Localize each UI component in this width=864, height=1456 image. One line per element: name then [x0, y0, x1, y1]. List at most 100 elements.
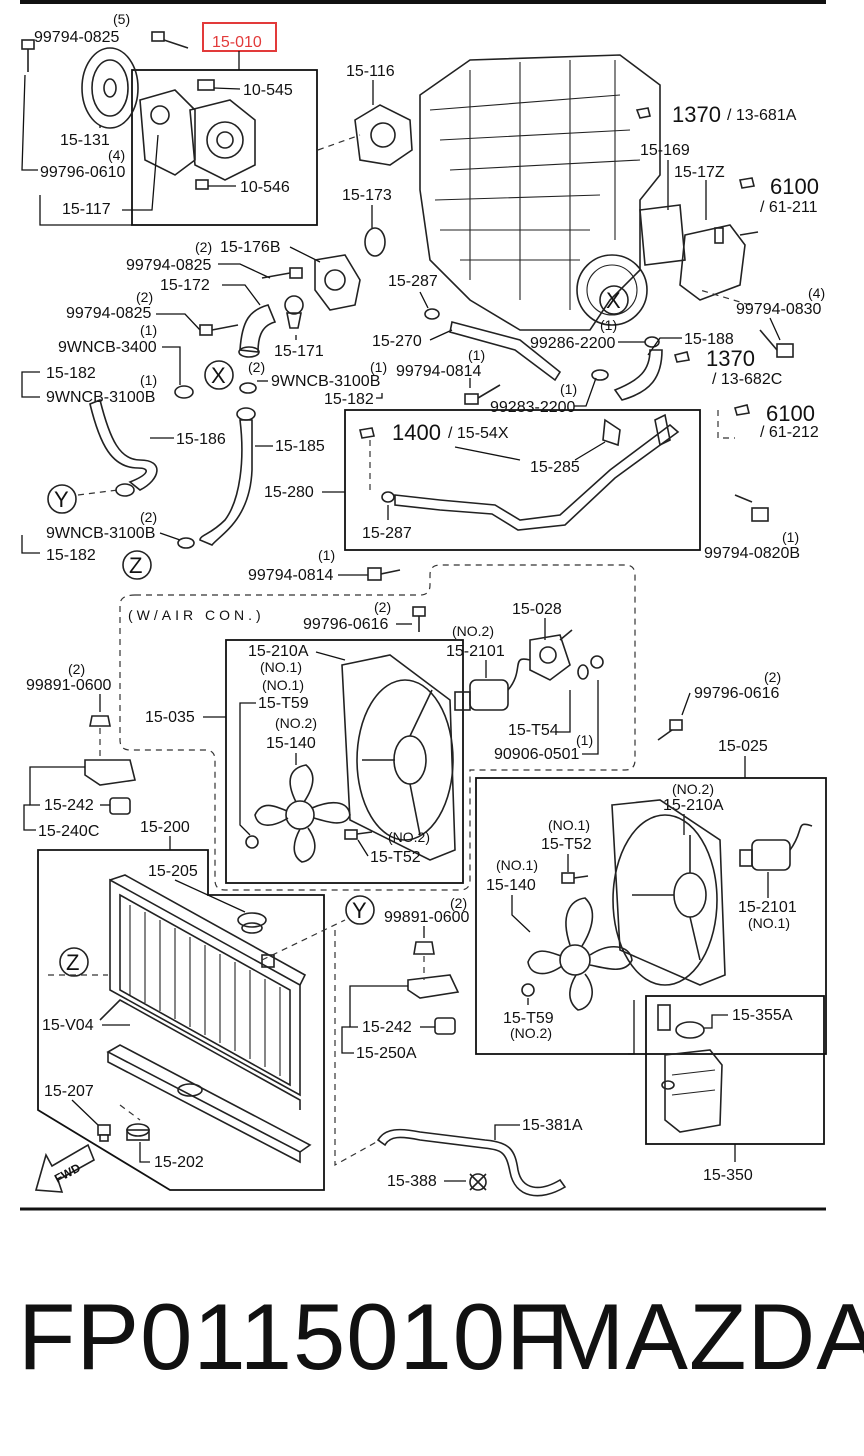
screw: [561, 872, 589, 884]
reference-label: 1370: [672, 102, 721, 127]
ref-arrow-icon: [359, 427, 375, 439]
bolt: [464, 384, 501, 405]
fan-motor: [454, 658, 531, 711]
callout-letter: Y: [352, 898, 367, 923]
air-con-option-region: [119, 564, 636, 891]
part-label: 15-350: [703, 1167, 753, 1184]
forward-arrow-icon: FWD: [34, 1143, 96, 1193]
part-label: 15-176B: [220, 239, 281, 256]
part-label: 15-270: [372, 333, 422, 350]
radiator-group-box: [37, 849, 325, 1191]
water-pipe-group-box: [344, 409, 701, 551]
part-label: 15-240C: [38, 823, 99, 840]
part-label: 15-T52: [541, 836, 592, 853]
option-note: (W/AIR CON.): [128, 607, 265, 623]
callout-letter: Z: [66, 950, 79, 975]
part-label: 9WNCB-3400: [58, 339, 157, 356]
ref-arrow-icon: [734, 404, 750, 416]
part-label: 15-172: [160, 277, 210, 294]
quantity-label: (2): [195, 239, 212, 255]
overflow-hose: [376, 1128, 567, 1197]
reference-label: 1400: [392, 420, 441, 445]
screw: [412, 606, 426, 632]
qualifier-label: (NO.1): [262, 677, 304, 693]
washer: [577, 664, 589, 680]
part-label: 99794-0830: [736, 301, 822, 318]
part-label: 15-287: [388, 273, 438, 290]
bolt: [759, 329, 794, 358]
quantity-label: (4): [108, 147, 125, 163]
nut: [521, 983, 535, 997]
part-label: 15-202: [154, 1154, 204, 1171]
ref-arrow-icon: [739, 177, 755, 189]
highlighted-part-callout[interactable]: 15-010: [202, 22, 277, 52]
coolant-reserve-tank: [661, 1049, 723, 1133]
hose: [613, 349, 663, 401]
quantity-label: (1): [560, 381, 577, 397]
pipe-bracket: [654, 413, 671, 447]
part-label: 15-117: [62, 201, 111, 218]
part-label-15-010: 15-010: [212, 34, 262, 51]
gasket-piece: [197, 79, 215, 91]
nut: [590, 655, 604, 669]
nut: [413, 941, 435, 955]
part-label: 15-287: [362, 525, 412, 542]
callout-letter: X: [211, 363, 226, 388]
quantity-label: (2): [248, 359, 265, 375]
part-label: 15-173: [342, 187, 392, 204]
part-label: 15-169: [640, 142, 690, 159]
bracket: [407, 974, 460, 999]
qualifier-label: (NO.1): [548, 817, 590, 833]
qualifier-label: (NO.1): [748, 915, 790, 931]
part-label: 15-2101: [738, 899, 797, 916]
part-label: 15-388: [387, 1173, 437, 1190]
callout-y: [47, 484, 77, 514]
quantity-label: (1): [468, 347, 485, 363]
water-pump-group-box: [131, 69, 318, 226]
qualifier-label: (NO.2): [388, 829, 430, 845]
part-label: 15-171: [274, 343, 324, 360]
gasket-piece: [195, 179, 209, 190]
callout-x: [204, 360, 234, 390]
rubber-mount: [434, 1017, 456, 1035]
part-label: 15-025: [718, 738, 768, 755]
part-label: 15-2101: [446, 643, 505, 660]
part-label: 15-200: [140, 819, 190, 836]
cooling-fan-2: [527, 897, 633, 1011]
reference-label: / 61-211: [760, 199, 818, 216]
quantity-label: (1): [140, 372, 157, 388]
part-label: 15-182: [46, 547, 96, 564]
part-label: 15-205: [148, 863, 198, 880]
part-label: 15-T59: [258, 695, 309, 712]
part-label: 99891-0600: [26, 677, 112, 694]
fan-shroud-group-box-2: [475, 777, 827, 1055]
part-label: 15-T52: [370, 849, 421, 866]
part-number-caption: FP0115010F: [18, 1284, 565, 1389]
bolt: [367, 567, 401, 581]
brand-caption: MAZDA: [546, 1284, 864, 1389]
o-ring: [381, 491, 395, 503]
part-label: 99794-0820B: [704, 545, 800, 562]
radiator-lower-bracket: [106, 1044, 312, 1164]
thermostat-gasket: [354, 104, 413, 166]
callout-z: [59, 947, 89, 977]
part-label: 9WNCB-3100B: [271, 373, 380, 390]
qualifier-label: (NO.2): [672, 781, 714, 797]
part-label: 15-182: [46, 365, 96, 382]
callout-letter: X: [606, 288, 621, 313]
part-label: 15-185: [275, 438, 325, 455]
screw: [657, 719, 683, 741]
fan-relay-bracket: [529, 629, 573, 681]
fwd-label: FWD: [52, 1160, 83, 1185]
cooling-fan: [254, 764, 351, 863]
reference-label: 6100: [770, 174, 819, 199]
part-label: 15-242: [362, 1019, 412, 1036]
part-label: 15-186: [176, 431, 226, 448]
pipe-bracket: [602, 418, 621, 447]
quantity-label: (2): [68, 661, 85, 677]
thermostat-housing: [314, 254, 361, 311]
part-label: 15-188: [684, 331, 734, 348]
hose-clamp: [115, 483, 135, 497]
part-label: 99794-0825: [66, 305, 152, 322]
callout-x: [599, 285, 629, 315]
